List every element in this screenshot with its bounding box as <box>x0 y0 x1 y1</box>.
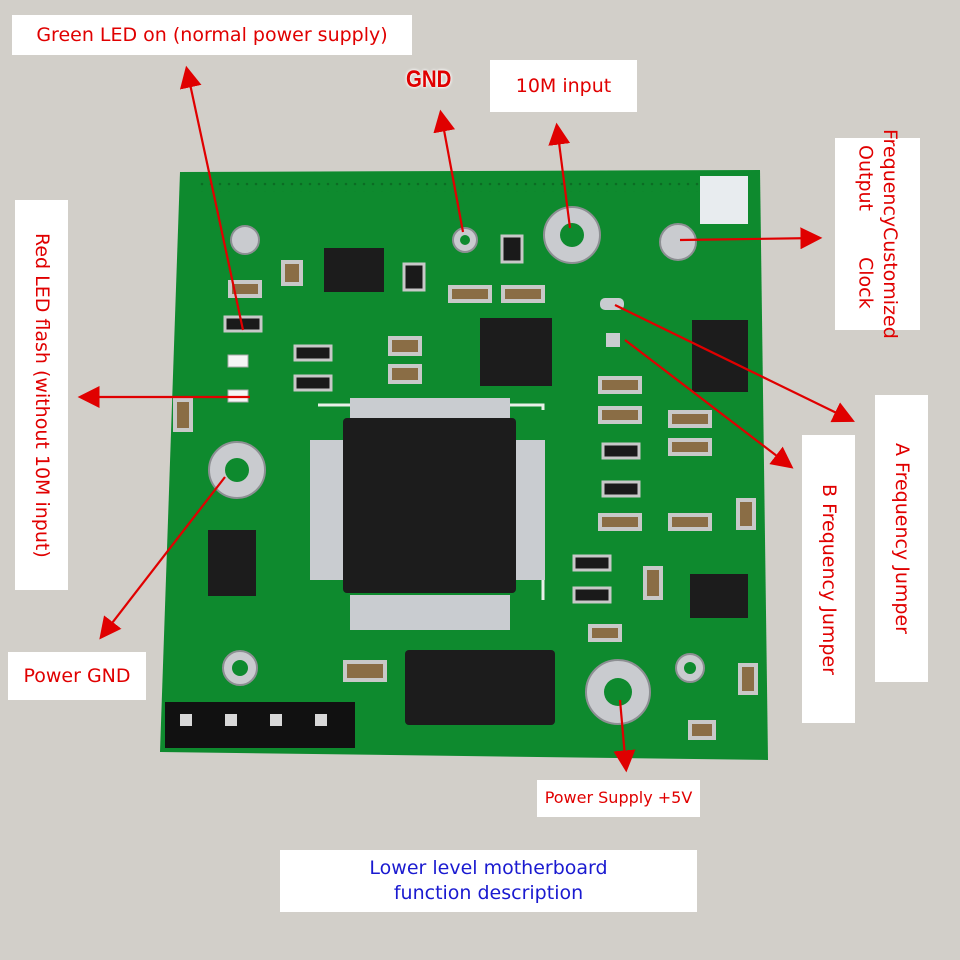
label-red-led-text: Red LED flash (without 10M input) <box>30 232 53 558</box>
passives <box>173 260 758 740</box>
arrow-gnd <box>433 109 465 233</box>
green-led <box>227 354 249 368</box>
arrow-10m-input <box>548 122 572 229</box>
mcu-chip <box>310 398 545 630</box>
label-gnd: GND <box>406 66 452 93</box>
label-a-jumper-text: A Frequency Jumper <box>890 443 913 634</box>
arrow-power-gnd <box>99 476 226 640</box>
label-power-gnd: Power GND <box>8 652 146 700</box>
arrow-green-led <box>179 65 245 331</box>
b-jumper-pad <box>606 333 620 347</box>
annotation-arrows <box>77 65 855 773</box>
arrow-b-jumper <box>624 339 794 469</box>
label-power-5v-text: Power Supply +5V <box>544 788 693 808</box>
pin-header <box>165 702 355 748</box>
description-box: Lower level motherboard function descrip… <box>280 850 697 912</box>
label-a-jumper: A Frequency Jumper <box>875 395 928 682</box>
label-frequency-output-line2: Customized Clock <box>854 227 902 339</box>
arrow-freq-output <box>679 227 823 250</box>
ics <box>208 248 748 725</box>
label-power-5v: Power Supply +5V <box>537 780 700 817</box>
label-green-led-text: Green LED on (normal power supply) <box>36 23 388 46</box>
description-line2: function description <box>393 882 584 904</box>
label-b-jumper-text: B Frequency Jumper <box>817 483 840 675</box>
label-power-gnd-text: Power GND <box>23 664 131 687</box>
label-frequency-output: Frequency Output Customized Clock <box>835 129 920 339</box>
label-frequency-output-line1: Frequency Output <box>854 129 902 228</box>
label-green-led: Green LED on (normal power supply) <box>12 15 412 55</box>
arrow-a-jumper <box>614 304 855 423</box>
description-line1: Lower level motherboard <box>369 857 608 880</box>
label-b-jumper: B Frequency Jumper <box>802 435 855 723</box>
label-red-led: Red LED flash (without 10M input) <box>15 200 68 590</box>
label-10m-input: 10M input <box>490 60 637 112</box>
arrow-power-5v <box>613 699 636 773</box>
label-10m-input-text: 10M input <box>515 74 612 97</box>
